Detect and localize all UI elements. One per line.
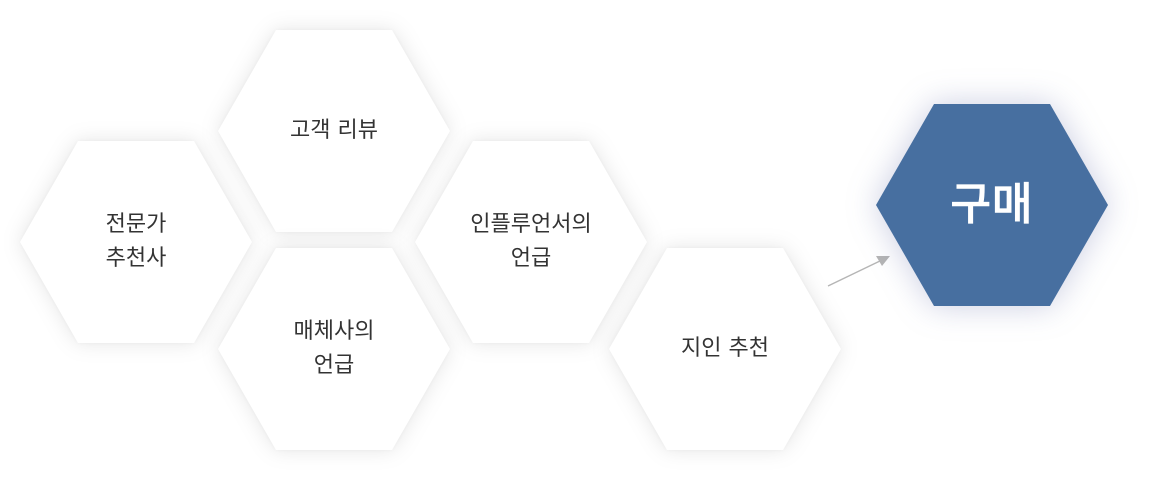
hex-node-expert: 전문가 추천사 [20, 141, 252, 343]
hex-shape [609, 248, 841, 450]
node-label-media: 매체사의 언급 [293, 319, 375, 378]
node-label-influencer: 인플루언서의 언급 [470, 212, 592, 271]
hex-node-purchase: 구매 [876, 104, 1108, 306]
hex-node-review: 고객 리뷰 [218, 30, 450, 232]
hex-node-acquaintance: 지인 추천 [609, 248, 841, 450]
hex-node-influencer: 인플루언서의 언급 [415, 141, 647, 343]
node-label-purchase: 구매 [950, 179, 1034, 230]
node-label-acquaintance: 지인 추천 [681, 336, 769, 361]
node-label-review: 고객 리뷰 [290, 118, 378, 143]
node-label-expert: 전문가 추천사 [105, 212, 167, 271]
hex-node-media: 매체사의 언급 [218, 248, 450, 450]
arrow-to-purchase [827, 256, 890, 287]
arrow-line [827, 259, 883, 287]
arrow-head-icon [876, 256, 890, 266]
